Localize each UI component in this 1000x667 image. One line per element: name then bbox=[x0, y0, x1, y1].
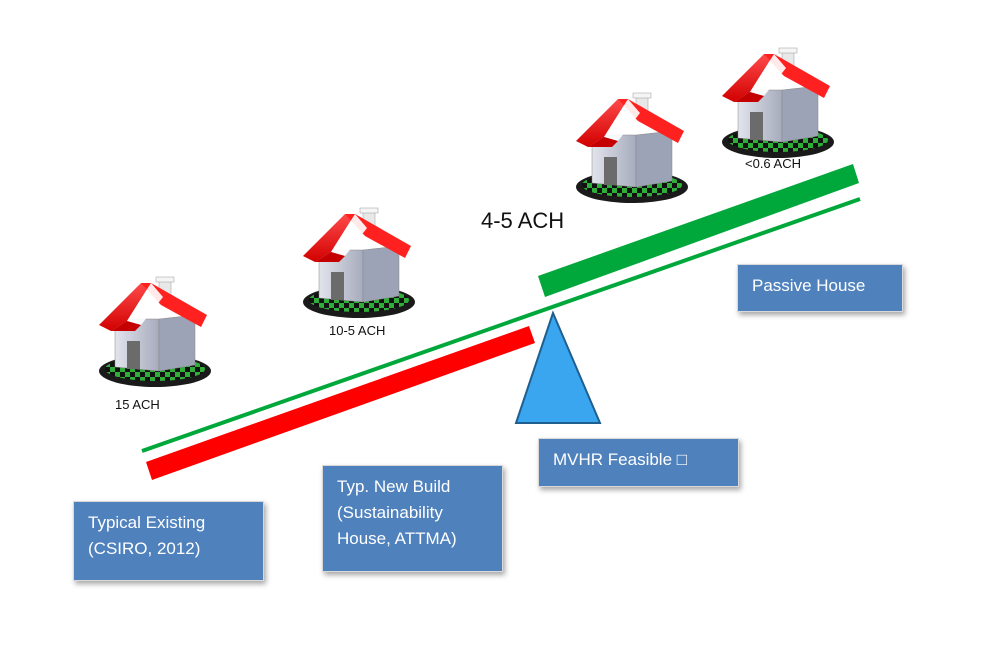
ach-label-15: 15 ACH bbox=[115, 397, 160, 412]
box-line: Typ. New Build bbox=[337, 477, 451, 496]
house-icon bbox=[575, 92, 689, 204]
fulcrum-triangle bbox=[514, 310, 602, 424]
thin-green-line bbox=[141, 197, 861, 453]
box-line: House, ATTMA) bbox=[337, 529, 457, 548]
box-line: (Sustainability bbox=[337, 503, 443, 522]
ach-label-0-6: <0.6 ACH bbox=[745, 156, 802, 171]
house-icon bbox=[721, 47, 835, 159]
box-line: MVHR Feasible □ bbox=[553, 450, 688, 469]
mvhr-box: MVHR Feasible □ bbox=[538, 438, 739, 487]
passive-house-box: Passive House bbox=[737, 264, 903, 312]
box-line: Passive House bbox=[752, 276, 866, 295]
red-bar bbox=[146, 326, 535, 480]
typical-existing-box: Typical Existing (CSIRO, 2012) bbox=[73, 501, 264, 581]
new-build-box: Typ. New Build (Sustainability House, AT… bbox=[322, 465, 503, 572]
box-line: (CSIRO, 2012) bbox=[88, 539, 201, 558]
house-icon bbox=[98, 276, 212, 388]
house-icon bbox=[302, 207, 416, 319]
green-bar bbox=[538, 164, 859, 297]
ach-label-10-5: 10-5 ACH bbox=[329, 323, 386, 338]
box-line: Typical Existing bbox=[88, 513, 206, 532]
ach-label-4-5: 4-5 ACH bbox=[481, 208, 565, 233]
